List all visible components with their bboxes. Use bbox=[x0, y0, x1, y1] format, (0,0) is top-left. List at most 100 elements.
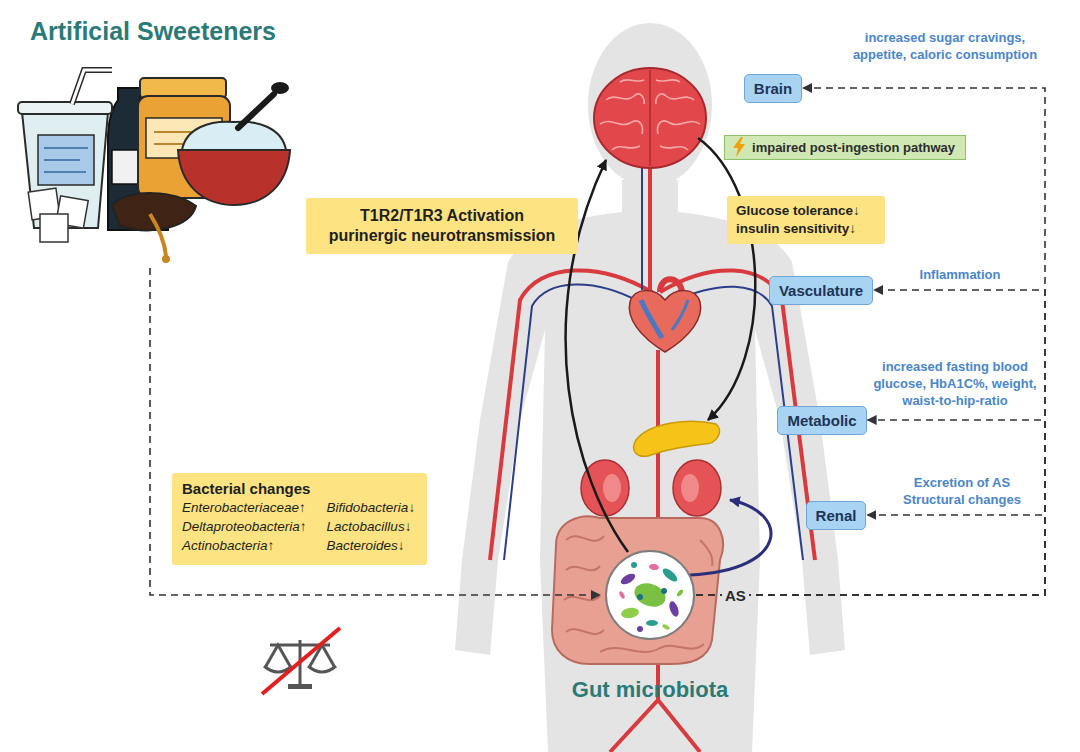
microbe-symbol bbox=[631, 579, 669, 611]
sweeteners-illustration bbox=[22, 112, 108, 228]
sweeteners-illustration bbox=[238, 94, 274, 128]
bacteria-item: Enterobacteriaceae↑ bbox=[182, 499, 307, 517]
microbe-symbol bbox=[637, 594, 643, 600]
box-text: Metabolic bbox=[787, 412, 856, 429]
microbe-symbol bbox=[631, 562, 637, 568]
microbe-symbol bbox=[620, 607, 639, 620]
sweeteners-illustration bbox=[38, 135, 94, 185]
microbe-symbol bbox=[676, 589, 684, 598]
body-silhouette bbox=[588, 23, 712, 187]
box-text: Gut microbiota bbox=[572, 677, 728, 703]
organ-box: Vasculature bbox=[769, 276, 873, 305]
pathway-arrow bbox=[698, 138, 755, 420]
box-text: Brain bbox=[754, 80, 792, 97]
heart-illustration bbox=[629, 279, 700, 352]
intestine-illustration bbox=[552, 516, 723, 664]
edge-label: increased sugar cravings, appetite, calo… bbox=[850, 30, 1040, 64]
edge-label: Inflammation bbox=[885, 267, 1035, 284]
pathway-arrow bbox=[150, 138, 771, 595]
organ-box: Brain bbox=[744, 74, 802, 103]
bacteria-list: Enterobacteriaceae↑ Bifidobacteria↓ Deltap… bbox=[182, 499, 415, 556]
microbe-symbol bbox=[668, 600, 681, 618]
sweeteners-illustration bbox=[44, 148, 88, 172]
microbe-symbol bbox=[637, 626, 643, 632]
blood-vessels bbox=[641, 168, 643, 290]
microbiota-circle-outline bbox=[604, 549, 696, 641]
intestine-illustration bbox=[552, 516, 723, 664]
sweeteners-illustration bbox=[72, 70, 112, 104]
intestine-illustration bbox=[564, 536, 712, 652]
brain-illustration bbox=[656, 80, 700, 150]
microbe-symbol bbox=[618, 591, 625, 600]
imbalance-icon bbox=[262, 628, 340, 694]
brain-illustration bbox=[594, 68, 706, 168]
organ-box: Renal bbox=[806, 501, 867, 530]
blood-vessels bbox=[490, 270, 652, 560]
body-silhouette bbox=[455, 23, 845, 752]
lightning-icon bbox=[732, 137, 746, 157]
microbe-symbol bbox=[661, 588, 667, 594]
organ-box: Metabolic bbox=[777, 406, 866, 435]
heart-illustration bbox=[641, 300, 662, 338]
pancreas-illustration bbox=[634, 421, 720, 456]
bacteria-item: Bacteroides↓ bbox=[327, 537, 416, 555]
sweeteners-illustration bbox=[40, 214, 68, 242]
kidney-illustration bbox=[581, 460, 629, 516]
sweeteners-illustration bbox=[182, 122, 286, 150]
box-text: Renal bbox=[816, 507, 857, 524]
blood-vessels bbox=[648, 165, 652, 292]
imbalance-icon bbox=[308, 666, 336, 672]
sweeteners-illustration bbox=[178, 150, 290, 205]
bacteria-box: Bacterial changesEnterobacteriaceae↑ Bifi… bbox=[172, 473, 427, 565]
sweeteners-illustration bbox=[162, 255, 170, 263]
pathway-arrow bbox=[150, 268, 600, 595]
kidney-illustration bbox=[681, 474, 699, 502]
microbiota-circle: Gut microbiota bbox=[604, 549, 696, 641]
box-text: Glucose tolerance↓ insulin sensitivity↓ bbox=[736, 202, 876, 237]
sweeteners-illustration bbox=[150, 214, 166, 256]
effect-box: Glucose tolerance↓ insulin sensitivity↓ bbox=[727, 196, 885, 243]
kidney-illustration bbox=[603, 474, 621, 502]
brain-illustration bbox=[600, 80, 644, 150]
dashed-connector bbox=[696, 290, 1045, 595]
mechanism-box: T1R2/T1R3 Activation purinergic neurotra… bbox=[306, 198, 578, 254]
sweeteners-illustration bbox=[18, 70, 290, 263]
sweeteners-illustration bbox=[18, 102, 112, 114]
lightning-icon bbox=[733, 137, 745, 157]
kidney-illustration bbox=[673, 460, 721, 516]
microbiota-circle-outline bbox=[606, 551, 694, 639]
microbe-symbol bbox=[649, 563, 660, 571]
heart-illustration bbox=[660, 279, 682, 292]
sweeteners-illustration bbox=[72, 70, 112, 104]
microbe-symbol bbox=[619, 572, 637, 587]
dashed-connector bbox=[696, 515, 1045, 595]
brain-illustration bbox=[649, 70, 651, 166]
note-box: impaired post-ingestion pathway bbox=[724, 135, 966, 160]
bacteria-item: Bifidobacteria↓ bbox=[327, 499, 416, 517]
flow-label: AS bbox=[722, 587, 749, 604]
box-heading: Bacterial changes bbox=[182, 480, 415, 497]
heart-illustration bbox=[672, 300, 688, 330]
dashed-connector bbox=[696, 88, 1045, 595]
pancreas-illustration bbox=[634, 421, 720, 456]
box-text: T1R2/T1R3 Activation purinergic neurotra… bbox=[324, 206, 560, 246]
bacteria-item: Actinobacteria↑ bbox=[182, 537, 307, 555]
microbe-symbol bbox=[661, 566, 680, 584]
pathway-arrow bbox=[690, 500, 771, 575]
microbe-symbol bbox=[646, 620, 658, 626]
edge-label: Excretion of AS Structural changes bbox=[887, 475, 1037, 509]
dashed-connector bbox=[696, 420, 1045, 595]
edge-label: increased fasting blood glucose, HbA1C%,… bbox=[870, 359, 1040, 410]
figure-title: Artificial Sweeteners bbox=[30, 17, 276, 46]
imbalance-icon bbox=[262, 628, 340, 694]
imbalance-icon bbox=[266, 645, 290, 666]
box-text: impaired post-ingestion pathway bbox=[752, 140, 955, 155]
bacteria-item: Lactobacillus↓ bbox=[327, 518, 416, 536]
bacteria-item: Deltaproteobacteria↑ bbox=[182, 518, 307, 536]
box-text: Vasculature bbox=[779, 282, 863, 299]
microbe-symbol bbox=[662, 623, 671, 630]
